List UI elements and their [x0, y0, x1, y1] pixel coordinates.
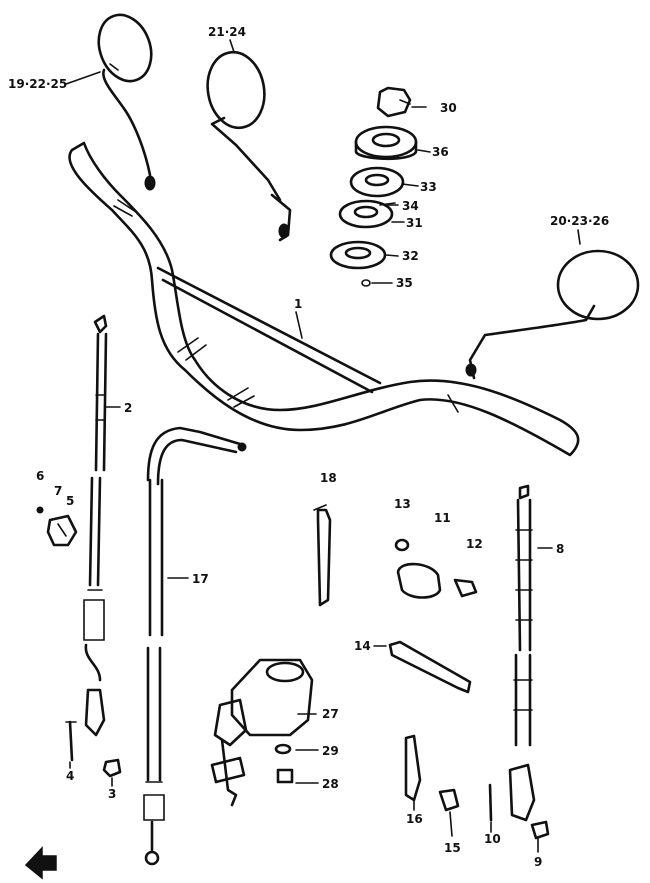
- label-31: 31: [406, 216, 423, 230]
- label-11: 11: [434, 511, 451, 525]
- label-36: 36: [432, 145, 449, 159]
- label-28: 28: [322, 777, 339, 791]
- label-17: 17: [192, 572, 209, 586]
- label-34: 34: [402, 199, 419, 213]
- clutch-cable: [143, 426, 247, 866]
- small-fasteners-right: [404, 734, 493, 822]
- label-32: 32: [402, 249, 419, 263]
- label-27: 27: [322, 707, 339, 721]
- label-12: 12: [466, 537, 483, 551]
- label-1: 1: [294, 297, 302, 311]
- bolt-18: [313, 504, 332, 607]
- label-16: 16: [406, 812, 423, 826]
- label-30: 30: [440, 101, 457, 115]
- part-labels: 19·22·25 21·24 30 36 33 34 31 32 35 20·2…: [8, 25, 609, 869]
- label-15: 15: [444, 841, 461, 855]
- label-8: 8: [556, 542, 564, 556]
- cable-clamp: [394, 538, 478, 599]
- label-13: 13: [394, 497, 411, 511]
- rod-14: [388, 640, 472, 694]
- throttle-cable: [83, 314, 108, 737]
- label-5: 5: [66, 494, 74, 508]
- label-18: 18: [320, 471, 337, 485]
- mirror-left-top: [97, 13, 156, 191]
- label-33: 33: [420, 180, 437, 194]
- label-10: 10: [484, 832, 501, 846]
- handlebar: [68, 141, 580, 457]
- label-14: 14: [354, 639, 371, 653]
- small-fasteners-left: [36, 506, 122, 778]
- label-20-23-26: 20·23·26: [550, 214, 609, 228]
- brake-cable: [508, 484, 550, 840]
- label-7: 7: [54, 484, 62, 498]
- label-21-24: 21·24: [208, 25, 246, 39]
- mirror-center-top: [206, 50, 292, 242]
- leader-lines: [65, 39, 581, 853]
- mirror-right: [465, 249, 640, 380]
- label-35: 35: [396, 276, 413, 290]
- label-2: 2: [124, 401, 132, 415]
- label-4: 4: [66, 769, 74, 783]
- label-19-22-25: 19·22·25: [8, 77, 67, 91]
- front-arrow-icon: [24, 846, 57, 880]
- label-29: 29: [322, 744, 339, 758]
- label-6: 6: [36, 469, 44, 483]
- label-9: 9: [534, 855, 542, 869]
- ignition-switch: [210, 658, 314, 807]
- switch-parts-stack: [329, 86, 418, 287]
- label-3: 3: [108, 787, 116, 801]
